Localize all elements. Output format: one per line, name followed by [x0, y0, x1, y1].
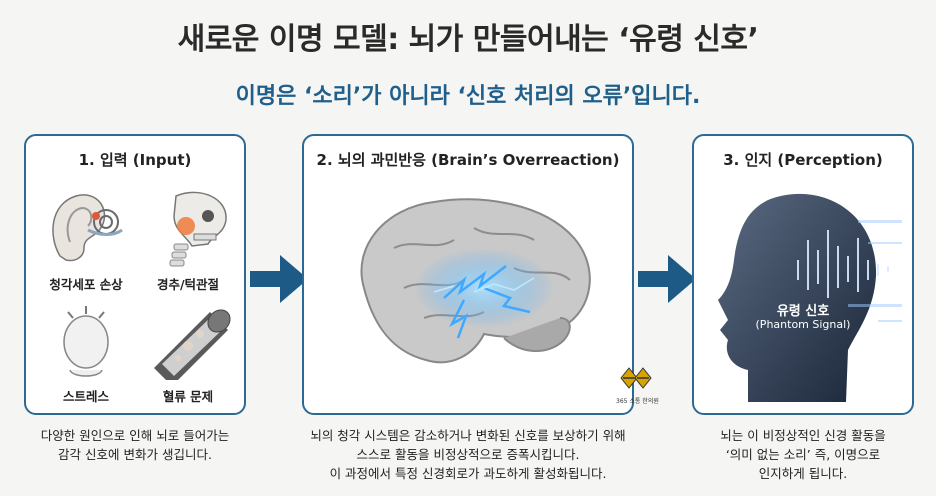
description-brain: 뇌의 청각 시스템은 감소하거나 변화된 신호를 보상하기 위해 스스로 활동을…: [290, 426, 646, 483]
description-line: ‘의미 없는 소리’ 즉, 이명으로: [725, 447, 881, 462]
description-line: 뇌의 청각 시스템은 감소하거나 변화된 신호를 보상하기 위해: [310, 428, 626, 443]
clinic-logo: 365 소통 한의원: [616, 364, 659, 405]
description-line: 스스로 활동을 비정상적으로 증폭시킵니다.: [356, 447, 580, 462]
panel-title-perception: 3. 인지 (Perception): [723, 151, 883, 169]
skull-neck-icon: [169, 191, 227, 267]
clinic-logo-text: 365 소통 한의원: [616, 398, 659, 405]
description-input: 다양한 원인으로 인해 뇌로 들어가는 감각 신호에 변화가 생깁니다.: [24, 426, 246, 464]
description-line: 다양한 원인으로 인해 뇌로 들어가는: [40, 428, 230, 443]
page-subtitle: 이명은 ‘소리’가 아니라 ‘신호 처리의 오류’입니다.: [235, 84, 701, 109]
phantom-signal-label: 유령 신호: [776, 304, 830, 319]
description-perception: 뇌는 이 비정상적인 신경 활동을 ‘의미 없는 소리’ 즉, 이명으로 인지하…: [692, 426, 914, 483]
cell-label-blood-flow: 혈류 문제: [162, 389, 214, 404]
cell-label-stress: 스트레스: [62, 389, 109, 404]
panel-perception: 3. 인지 (Perception) 유령 신호: [692, 134, 914, 415]
cell-label-hair-cell: 청각세포 손상: [49, 277, 123, 292]
panel-brain-overreaction: 2. 뇌의 과민반응 (Brain’s Overreaction) 365 소통…: [302, 134, 659, 415]
ear-icon: [52, 194, 123, 262]
panel-title-input: 1. 입력 (Input): [78, 151, 192, 169]
description-line: 감각 신호에 변화가 생깁니다.: [58, 447, 212, 462]
description-line: 이 과정에서 특정 신경회로가 과도하게 활성화됩니다.: [329, 466, 607, 481]
clinic-logo-icon: [620, 367, 652, 389]
head-profile-icon: [718, 193, 902, 402]
description-line: 인지하게 됩니다.: [758, 466, 848, 481]
panel-input: 1. 입력 (Input) 청각세포 손상 경추/턱관절 스트레스: [24, 134, 246, 415]
description-line: 뇌는 이 비정상적인 신경 활동을: [720, 428, 886, 443]
stressed-head-icon: [63, 306, 109, 377]
brain-icon: [360, 198, 591, 364]
arrow-right-icon: [638, 255, 696, 303]
panel-title-brain: 2. 뇌의 과민반응 (Brain’s Overreaction): [316, 151, 620, 169]
cell-label-neck-jaw: 경추/턱관절: [156, 277, 220, 292]
phantom-signal-sublabel: (Phantom Signal): [755, 318, 851, 331]
blood-vessel-icon: [154, 309, 231, 380]
page-title: 새로운 이명 모델: 뇌가 만들어내는 ‘유령 신호’: [177, 22, 759, 57]
arrow-right-icon: [250, 255, 308, 303]
